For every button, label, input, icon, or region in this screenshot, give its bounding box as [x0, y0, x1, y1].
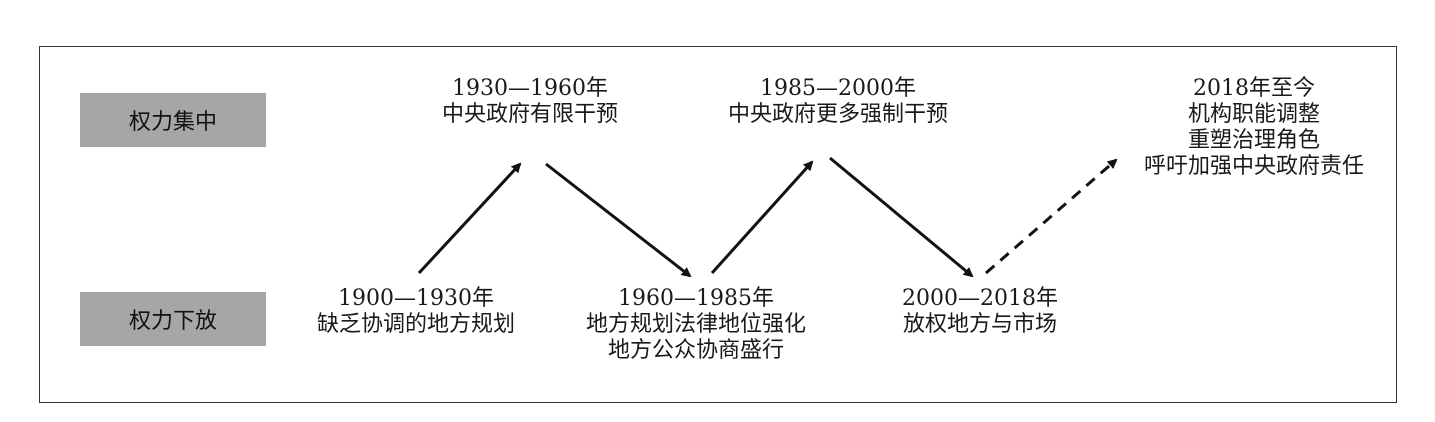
stage-1930-1960: 1930—1960年 中央政府有限干预 — [410, 76, 650, 128]
stage-desc: 地方公众协商盛行 — [607, 338, 784, 363]
stage-desc: 机构职能调整 — [1187, 102, 1320, 127]
stage-1960-1985: 1960—1985年 地方规划法律地位强化 地方公众协商盛行 — [566, 286, 826, 364]
arrow-1960-to-1985 — [710, 160, 814, 275]
stage-2000-2018: 2000—2018年 放权地方与市场 — [860, 286, 1100, 338]
stage-2018-present: 2018年至今 机构职能调整 重塑治理角色 呼吁加强中央政府责任 — [1124, 76, 1384, 180]
stage-desc: 重塑治理角色 — [1187, 128, 1320, 153]
stage-desc: 中央政府更多强制干预 — [727, 102, 948, 127]
stage-desc: 缺乏协调的地方规划 — [316, 312, 515, 337]
stage-desc: 放权地方与市场 — [902, 312, 1057, 337]
stage-years: 1960—1985年 — [618, 286, 774, 311]
arrow-1930-to-1960 — [545, 162, 692, 278]
level-label-decentralized: 权力下放 — [80, 292, 266, 346]
stage-years: 2000—2018年 — [902, 286, 1058, 311]
stage-years: 2018年至今 — [1193, 76, 1315, 101]
arrow-1985-to-2000 — [829, 156, 974, 278]
stage-1985-2000: 1985—2000年 中央政府更多强制干预 — [708, 76, 968, 128]
level-label-centralized: 权力集中 — [80, 93, 266, 147]
diagram-frame — [39, 46, 1397, 403]
stage-years: 1985—2000年 — [760, 76, 916, 101]
stage-1900-1930: 1900—1930年 缺乏协调的地方规划 — [296, 286, 536, 338]
stage-desc: 呼吁加强中央政府责任 — [1143, 154, 1364, 179]
arrow-2000-to-2018-dashed — [985, 158, 1118, 275]
stage-years: 1900—1930年 — [338, 286, 494, 311]
stage-desc: 中央政府有限干预 — [441, 102, 618, 127]
arrow-1900-to-1930 — [417, 162, 522, 275]
stage-desc: 地方规划法律地位强化 — [585, 312, 806, 337]
stage-years: 1930—1960年 — [452, 76, 608, 101]
